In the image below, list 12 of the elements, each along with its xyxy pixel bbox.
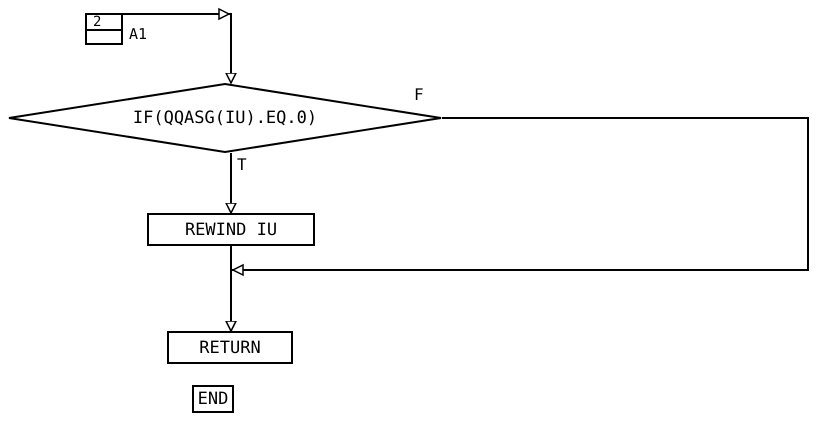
process-box bbox=[192, 385, 234, 413]
process-box bbox=[167, 331, 293, 364]
condition-text: IF(QQASG(IU).EQ.0) bbox=[132, 108, 318, 128]
statement-text: END bbox=[198, 389, 228, 409]
statement-text: REWIND IU bbox=[184, 220, 278, 240]
edge-label: T bbox=[235, 157, 249, 173]
process-box bbox=[147, 213, 315, 246]
connector-label-box bbox=[85, 13, 123, 45]
decision-diamond bbox=[8, 83, 442, 153]
label-number: 2 bbox=[93, 15, 102, 29]
label-name: A1 bbox=[129, 25, 148, 43]
statement-text: RETURN bbox=[199, 338, 261, 358]
